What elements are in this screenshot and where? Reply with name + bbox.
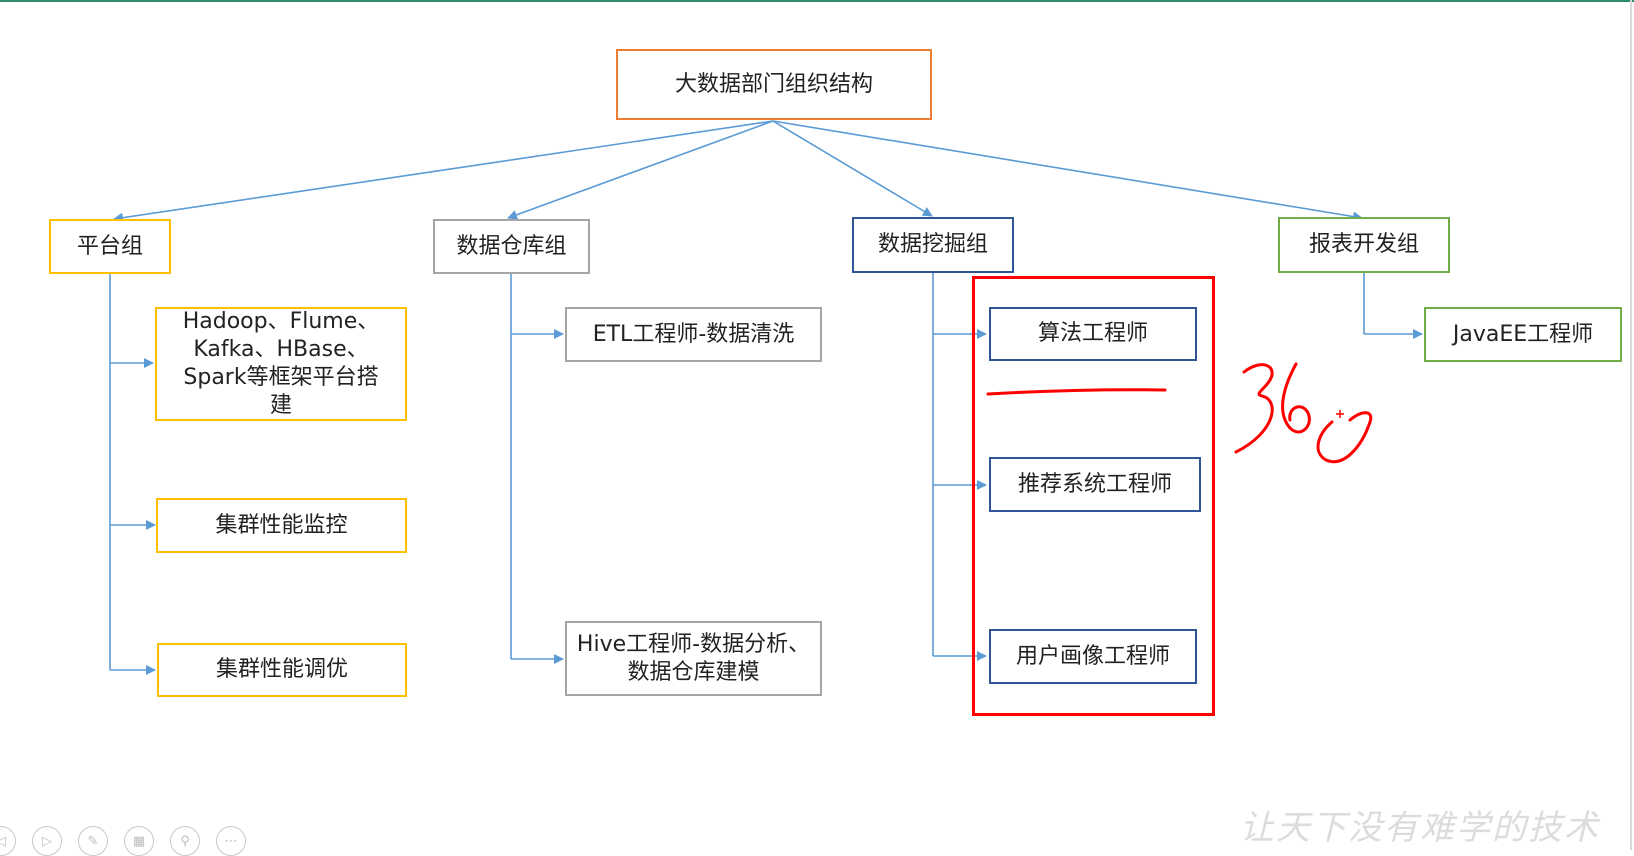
- mining-child-2: 推荐系统工程师: [989, 457, 1201, 512]
- edge-root-report: [772, 120, 1363, 222]
- handwritten-6-annotation: [1281, 362, 1311, 434]
- handwritten-0-annotation: [1316, 411, 1373, 464]
- group-report: 报表开发组: [1278, 217, 1450, 273]
- root-node: 大数据部门组织结构: [616, 49, 932, 120]
- edge-root-warehouse: [507, 120, 774, 220]
- edge-root-mining: [772, 120, 933, 217]
- zoom-icon[interactable]: ⚲: [170, 826, 200, 856]
- platform-child-3: 集群性能调优: [157, 643, 407, 697]
- mining-highlight-box: [972, 276, 1215, 716]
- group-platform: 平台组: [49, 219, 171, 274]
- group-mining: 数据挖掘组: [852, 217, 1014, 273]
- more-icon[interactable]: ⋯: [216, 826, 246, 856]
- edge-root-platform: [113, 120, 774, 223]
- warehouse-child-1: ETL工程师-数据清洗: [565, 307, 822, 362]
- warehouse-child-2: Hive工程师-数据分析、 数据仓库建模: [565, 621, 822, 696]
- window-top-border: [0, 0, 1634, 2]
- platform-child-1: Hadoop、Flume、 Kafka、HBase、 Spark等框架平台搭 建: [155, 307, 407, 421]
- window-right-border: [1630, 0, 1632, 850]
- group-warehouse: 数据仓库组: [433, 219, 590, 274]
- handwritten-3-annotation: [1234, 363, 1274, 454]
- watermark: 让天下没有难学的技术: [1240, 808, 1600, 848]
- underline-annotation: [986, 388, 1167, 396]
- mining-child-3: 用户画像工程师: [989, 629, 1197, 684]
- grid-icon[interactable]: ▦: [124, 826, 154, 856]
- platform-child-2: 集群性能监控: [156, 498, 407, 553]
- mining-child-1: 算法工程师: [989, 307, 1197, 361]
- report-child-1: JavaEE工程师: [1424, 307, 1622, 362]
- play-icon[interactable]: ▷: [32, 826, 62, 856]
- pen-icon[interactable]: ✎: [78, 826, 108, 856]
